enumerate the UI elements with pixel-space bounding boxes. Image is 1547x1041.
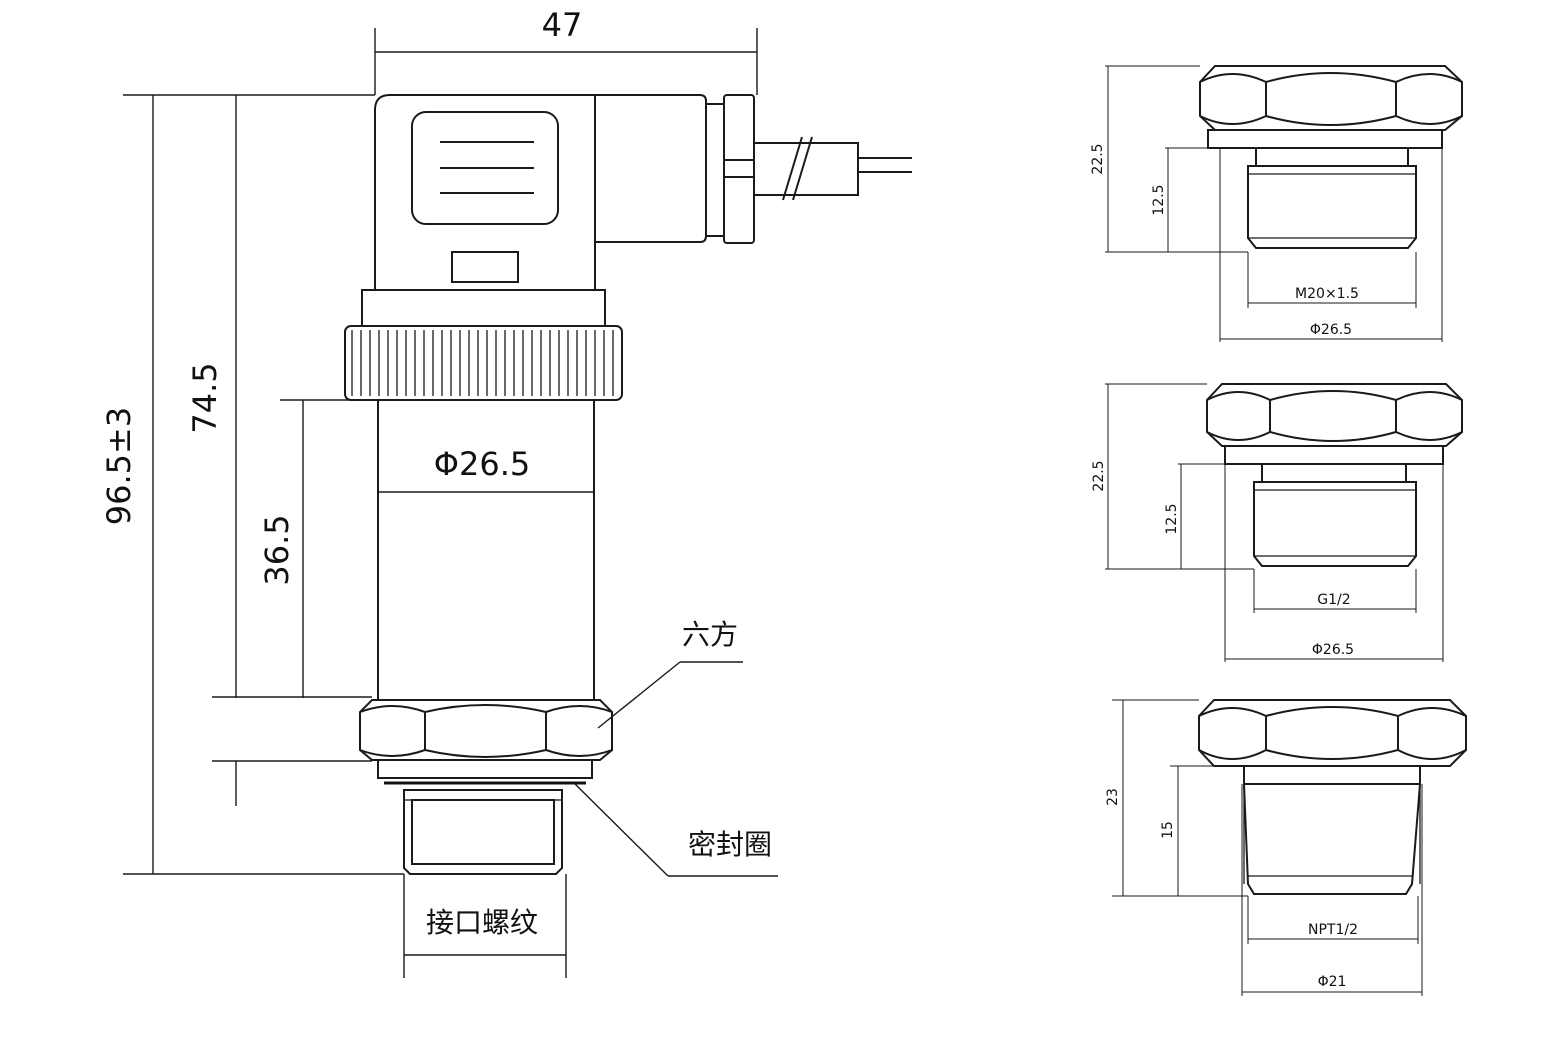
dim-width-label: 47 bbox=[542, 6, 583, 44]
g12-diameter-label: Φ26.5 bbox=[1312, 642, 1354, 658]
connector-slot bbox=[451, 251, 519, 283]
dim-height-74-5: 74.5 bbox=[186, 95, 372, 698]
main-sensor-view: 47 bbox=[100, 6, 912, 978]
connector-window bbox=[411, 111, 559, 225]
leader-hex: 六方 bbox=[597, 618, 743, 729]
dim-total-height: 96.5±3 bbox=[100, 94, 404, 875]
m20-thread-label: M20×1.5 bbox=[1295, 286, 1359, 302]
knurled-nut bbox=[344, 325, 623, 401]
m20-height-outer: 22.5 bbox=[1090, 143, 1106, 174]
dim-lower-extension bbox=[212, 760, 372, 806]
dim-height-36-5: 36.5 bbox=[258, 399, 378, 698]
detail-g12: 22.5 12.5 G1/2 Φ26.5 bbox=[1091, 383, 1463, 662]
m20-height-inner: 12.5 bbox=[1151, 184, 1167, 215]
sensor-body: Φ26.5 bbox=[377, 400, 595, 700]
npt-height-inner: 15 bbox=[1160, 821, 1176, 839]
g12-thread-label: G1/2 bbox=[1317, 592, 1350, 608]
m20-diameter-label: Φ26.5 bbox=[1310, 322, 1352, 338]
g12-height-outer: 22.5 bbox=[1091, 460, 1107, 491]
hex-label: 六方 bbox=[682, 618, 738, 651]
g12-height-inner: 12.5 bbox=[1164, 503, 1180, 534]
dim-height-3-label: 36.5 bbox=[258, 514, 296, 585]
dim-total-height-label: 96.5±3 bbox=[100, 407, 138, 525]
thread-label: 接口螺纹 bbox=[426, 906, 538, 939]
dim-height-2-label: 74.5 bbox=[186, 362, 224, 433]
detail-m20: 22.5 12.5 M20×1.5 Φ26.5 bbox=[1090, 65, 1463, 342]
npt-diameter-label: Φ21 bbox=[1318, 974, 1347, 990]
npt-thread-label: NPT1/2 bbox=[1308, 922, 1358, 938]
cable bbox=[753, 142, 859, 196]
thread-port bbox=[403, 789, 563, 875]
dim-thread: 接口螺纹 bbox=[403, 874, 567, 978]
npt-height-outer: 23 bbox=[1105, 788, 1121, 806]
leader-seal: 密封圈 bbox=[573, 782, 778, 877]
cable-gland bbox=[723, 94, 755, 244]
collar bbox=[361, 289, 606, 327]
dim-width-47: 47 bbox=[374, 6, 758, 95]
seal-label: 密封圈 bbox=[688, 828, 772, 861]
seal-ring bbox=[377, 759, 593, 785]
dim-diameter-label: Φ26.5 bbox=[434, 445, 530, 483]
detail-npt: 23 15 NPT1/2 Φ21 bbox=[1105, 699, 1467, 996]
connector-head bbox=[374, 94, 912, 291]
hex-nut bbox=[359, 699, 613, 761]
